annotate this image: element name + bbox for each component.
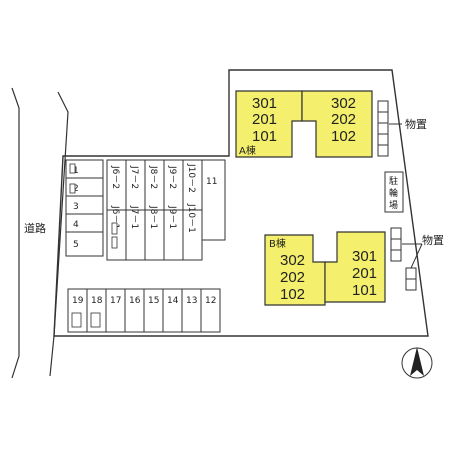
unit-b-302: 302 — [280, 252, 305, 269]
building-b[interactable]: B棟 302 202 102 301 201 101 — [264, 231, 386, 306]
parking-label-4: 4 — [73, 220, 79, 230]
parking-label-12[interactable]: 12 — [205, 296, 216, 306]
unit-a-101: 101 — [252, 128, 277, 145]
unit-a-102: 102 — [331, 128, 356, 145]
road-edge-left — [11, 87, 20, 379]
storage-b-label: 物置 — [422, 233, 444, 247]
unit-b-201: 201 — [352, 265, 377, 282]
parking-space-3[interactable] — [65, 195, 104, 215]
parking-left-group: 1 2 3 4 5 — [65, 159, 104, 257]
building-b-name: B棟 — [269, 237, 286, 250]
parking-row-group: 19 18 17 16 15 14 13 12 — [67, 288, 221, 333]
unit-b-102: 102 — [280, 286, 305, 303]
north-arrow-icon — [401, 347, 433, 379]
bike-parking-char-1: 駐 — [389, 175, 398, 187]
unit-b-301: 301 — [352, 248, 377, 265]
unit-a-202: 202 — [331, 111, 356, 128]
building-b-right — [324, 231, 386, 303]
unit-b-202: 202 — [280, 269, 305, 286]
parking-label-1: 1 — [73, 166, 79, 176]
storage-a[interactable]: 物置 — [377, 100, 427, 157]
parking-j6-1[interactable]: J6－1 — [110, 205, 120, 229]
parking-j9-1[interactable]: J9－1 — [167, 205, 177, 229]
storage-b[interactable]: 物置 — [390, 227, 444, 291]
site-boundary — [53, 69, 429, 337]
parking-label-14[interactable]: 14 — [167, 296, 179, 306]
parking-label-2: 2 — [73, 184, 79, 194]
parking-j-group: J6－2 J7－2 J8－2 J9－2 J10－2 J6－1 J7－1 J8－1… — [106, 159, 203, 261]
bike-parking[interactable]: 駐 輪 場 — [384, 171, 404, 213]
parking-label-19[interactable]: 19 — [72, 296, 84, 306]
parking-space-11[interactable]: 11 — [201, 159, 226, 241]
parking-j8-1[interactable]: J8－1 — [148, 205, 158, 229]
parking-label-11: 11 — [206, 177, 217, 187]
building-a[interactable]: 301 201 101 302 202 102 A棟 — [235, 90, 373, 158]
parking-j7-1[interactable]: J7－1 — [129, 205, 139, 229]
unit-a-302: 302 — [331, 95, 356, 112]
road-edge-right — [49, 91, 69, 377]
parking-j9-2[interactable]: J9－2 — [167, 165, 177, 189]
bike-parking-char-2: 輪 — [389, 187, 398, 199]
bike-parking-char-3: 場 — [389, 199, 398, 211]
parking-label-16[interactable]: 16 — [129, 296, 141, 306]
parking-j10-1[interactable]: J10－1 — [186, 203, 196, 233]
parking-label-15[interactable]: 15 — [148, 296, 159, 306]
parking-j6-2[interactable]: J6－2 — [110, 165, 120, 189]
building-a-right — [301, 90, 373, 158]
parking-j8-2[interactable]: J8－2 — [148, 165, 158, 189]
parking-label-5: 5 — [73, 240, 79, 250]
building-a-name: A棟 — [239, 144, 256, 157]
parking-space-4[interactable] — [65, 213, 104, 233]
unit-b-101: 101 — [352, 282, 377, 299]
unit-a-201: 201 — [252, 111, 277, 128]
parking-label-3: 3 — [73, 202, 79, 212]
storage-a-label: 物置 — [405, 117, 427, 131]
parking-label-18[interactable]: 18 — [91, 296, 103, 306]
parking-label-13[interactable]: 13 — [186, 296, 197, 306]
road-label: 道路 — [24, 221, 46, 235]
parking-label-17[interactable]: 17 — [110, 296, 121, 306]
parking-j10-2[interactable]: J10－2 — [186, 163, 196, 193]
parking-space-5[interactable] — [65, 231, 104, 257]
parking-j7-2[interactable]: J7－2 — [129, 165, 139, 189]
unit-a-301: 301 — [252, 95, 277, 112]
